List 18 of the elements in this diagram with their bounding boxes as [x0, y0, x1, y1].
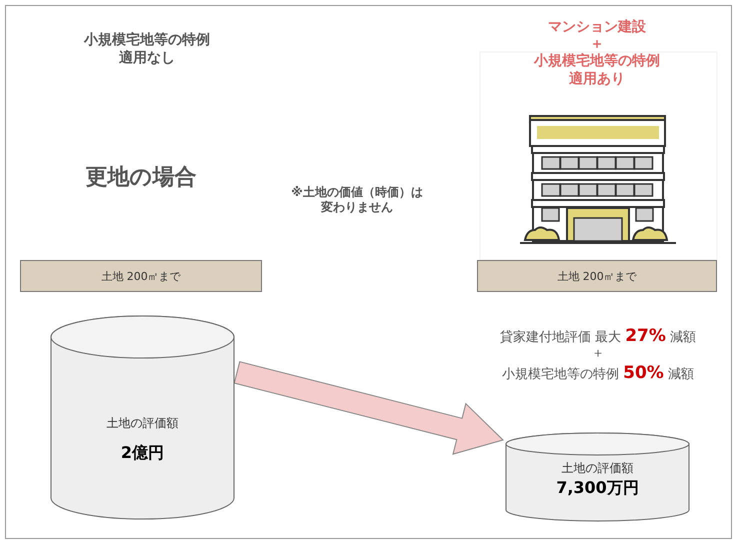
land-area-text: 土地 200㎡まで	[556, 269, 638, 284]
value-amount: 2億円	[120, 443, 166, 464]
land-area-text: 土地 200㎡まで	[100, 269, 182, 284]
land-bar	[20, 260, 262, 292]
reduction-text: 貸家建付地評価 最大 27% 減額	[498, 326, 698, 348]
value-amount: 7,300万円	[555, 478, 640, 499]
title-text: 更地の場合	[84, 164, 198, 192]
plus-sign: ＋	[590, 346, 606, 362]
heading-text: 小規模宅地等の特例適用あり	[532, 53, 661, 88]
heading-text: マンション建設	[547, 19, 647, 36]
reduction-text: 小規模宅地等の特例 50% 減額	[501, 363, 695, 384]
value-label: 土地の評価額	[106, 415, 180, 432]
note-text: ※土地の価値（時価）は変わりません	[290, 185, 424, 215]
land-bar	[477, 260, 717, 292]
heading-text: 小規模宅地等の特例適用なし	[82, 32, 211, 67]
block-arrow	[234, 361, 504, 455]
value-label: 土地の評価額	[560, 460, 634, 477]
plus-sign: ＋	[589, 36, 605, 52]
